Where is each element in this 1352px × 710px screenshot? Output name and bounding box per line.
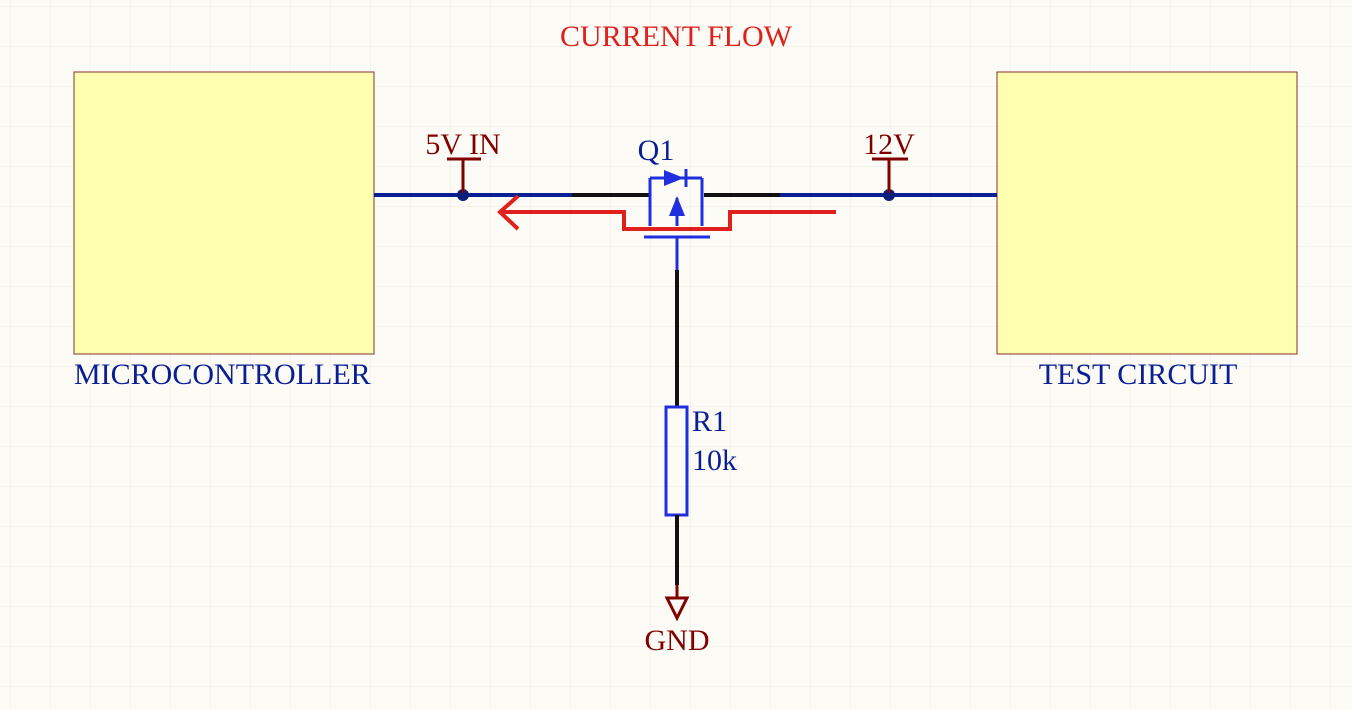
resistor-value: 10k — [692, 444, 737, 477]
ground-icon[interactable] — [664, 596, 690, 622]
current-flow-arrowhead-icon — [497, 194, 520, 231]
microcontroller-block[interactable] — [73, 71, 375, 355]
mosfet-body-diode-icon — [664, 170, 684, 186]
resistor-designator: R1 — [692, 405, 727, 438]
junction-5v — [457, 189, 469, 201]
mosfet-channel-arrow-icon — [669, 196, 685, 216]
current-flow-path — [497, 194, 836, 231]
diagram-title: CURRENT FLOW — [560, 20, 793, 53]
power-port-12v[interactable] — [872, 157, 908, 193]
test-circuit-block[interactable] — [996, 71, 1298, 355]
power-port-5v[interactable] — [447, 157, 481, 193]
microcontroller-label: MICROCONTROLLER — [74, 358, 371, 391]
mosfet-q1-symbol[interactable] — [644, 169, 710, 270]
mosfet-designator: Q1 — [638, 134, 675, 167]
junction-12v — [883, 189, 895, 201]
net-label-gnd: GND — [645, 624, 710, 657]
net-label-12v: 12V — [863, 128, 915, 161]
test-circuit-label: TEST CIRCUIT — [1039, 358, 1238, 391]
net-label-5v-in: 5V IN — [425, 128, 500, 161]
